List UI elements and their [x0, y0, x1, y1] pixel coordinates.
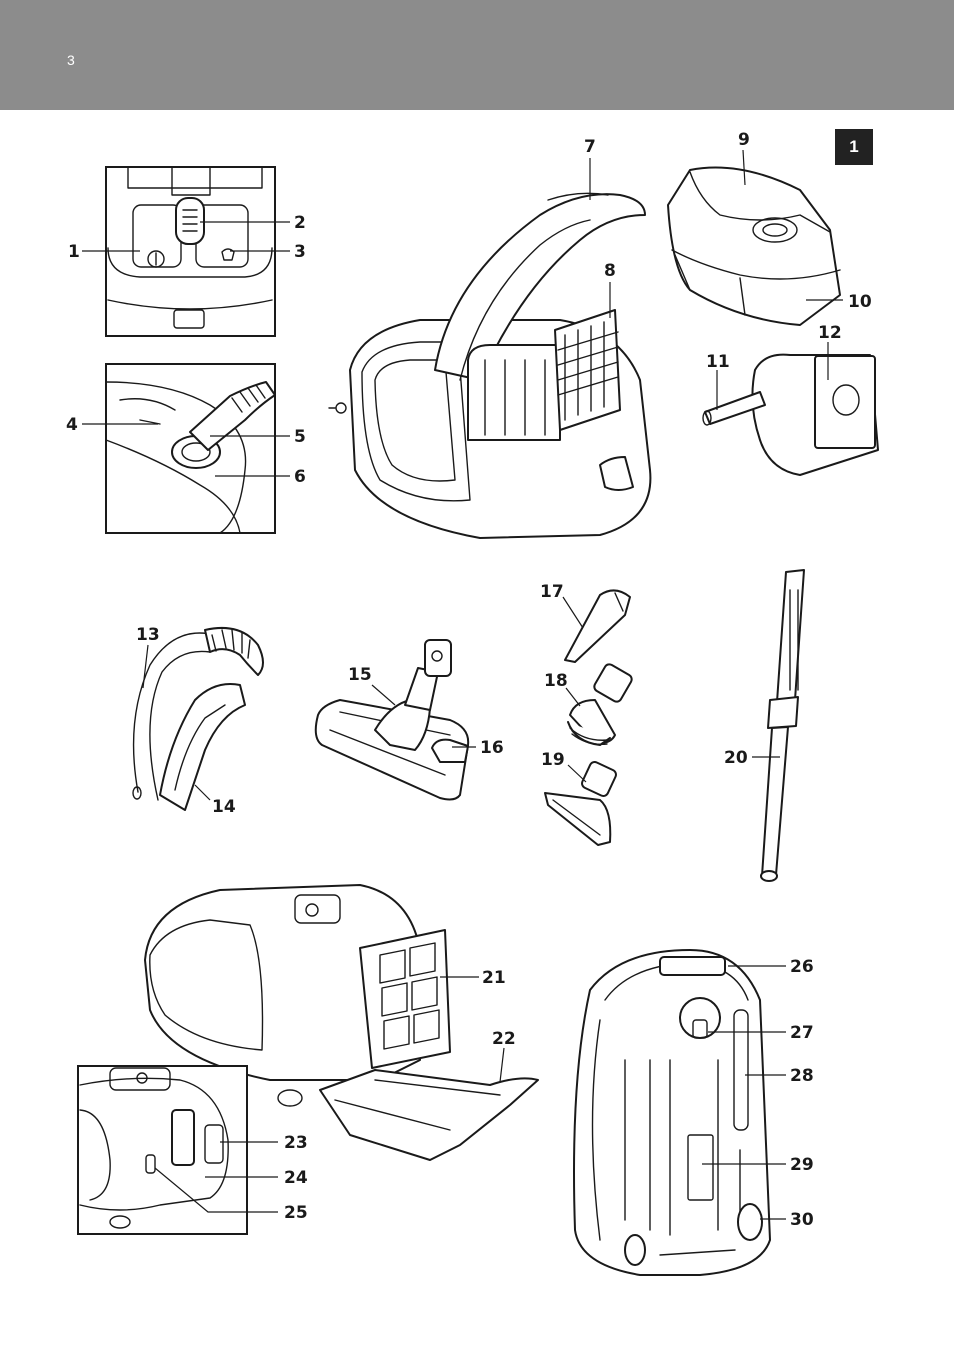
callout-18: 18	[544, 671, 568, 691]
upholstery-tool	[544, 761, 617, 846]
callout-15: 15	[348, 665, 372, 685]
brush-tool	[567, 663, 633, 746]
detail-hose-connection	[105, 363, 276, 534]
callout-16: 16	[480, 738, 504, 758]
callout-3: 3	[294, 242, 306, 262]
callout-24: 24	[284, 1168, 308, 1188]
floor-nozzle	[314, 639, 470, 801]
header-bar	[0, 0, 954, 110]
callout-1: 1	[68, 242, 80, 262]
callout-labels: 1 2 3 4 5 6 7 8 9 10 11 12 13 14 15 16 1…	[66, 130, 872, 1230]
callout-30: 30	[790, 1210, 814, 1230]
vacuum-open-lid	[328, 192, 652, 539]
hose-and-handle	[132, 626, 264, 811]
callout-5: 5	[294, 427, 306, 447]
vacuum-rear-filter	[144, 884, 539, 1161]
callout-10: 10	[848, 292, 872, 312]
callout-25: 25	[284, 1203, 308, 1223]
callout-20: 20	[724, 748, 748, 768]
callout-2: 2	[294, 213, 306, 233]
callout-14: 14	[212, 797, 236, 817]
vacuum-upright-bottom	[573, 949, 771, 1276]
dust-bag	[702, 353, 879, 476]
callout-23: 23	[284, 1133, 308, 1153]
callout-22: 22	[492, 1029, 516, 1049]
callout-11: 11	[706, 352, 730, 372]
callout-26: 26	[790, 957, 814, 977]
crevice-tool	[564, 589, 631, 663]
callout-12: 12	[818, 323, 842, 343]
callout-19: 19	[541, 750, 565, 770]
leader-lines	[82, 149, 843, 1220]
callout-7: 7	[584, 137, 596, 157]
page-number: 3	[67, 52, 75, 68]
callout-9: 9	[738, 130, 750, 150]
callout-21: 21	[482, 968, 506, 988]
detail-side-storage	[77, 1065, 248, 1235]
callout-8: 8	[604, 261, 616, 281]
dust-container	[667, 166, 841, 326]
callout-27: 27	[790, 1023, 814, 1043]
section-tab: 1	[835, 129, 873, 165]
callout-17: 17	[540, 582, 564, 602]
callout-4: 4	[66, 415, 78, 435]
telescopic-tube	[760, 569, 805, 882]
callout-6: 6	[294, 467, 306, 487]
callout-29: 29	[790, 1155, 814, 1175]
callout-13: 13	[136, 625, 160, 645]
callout-28: 28	[790, 1066, 814, 1086]
